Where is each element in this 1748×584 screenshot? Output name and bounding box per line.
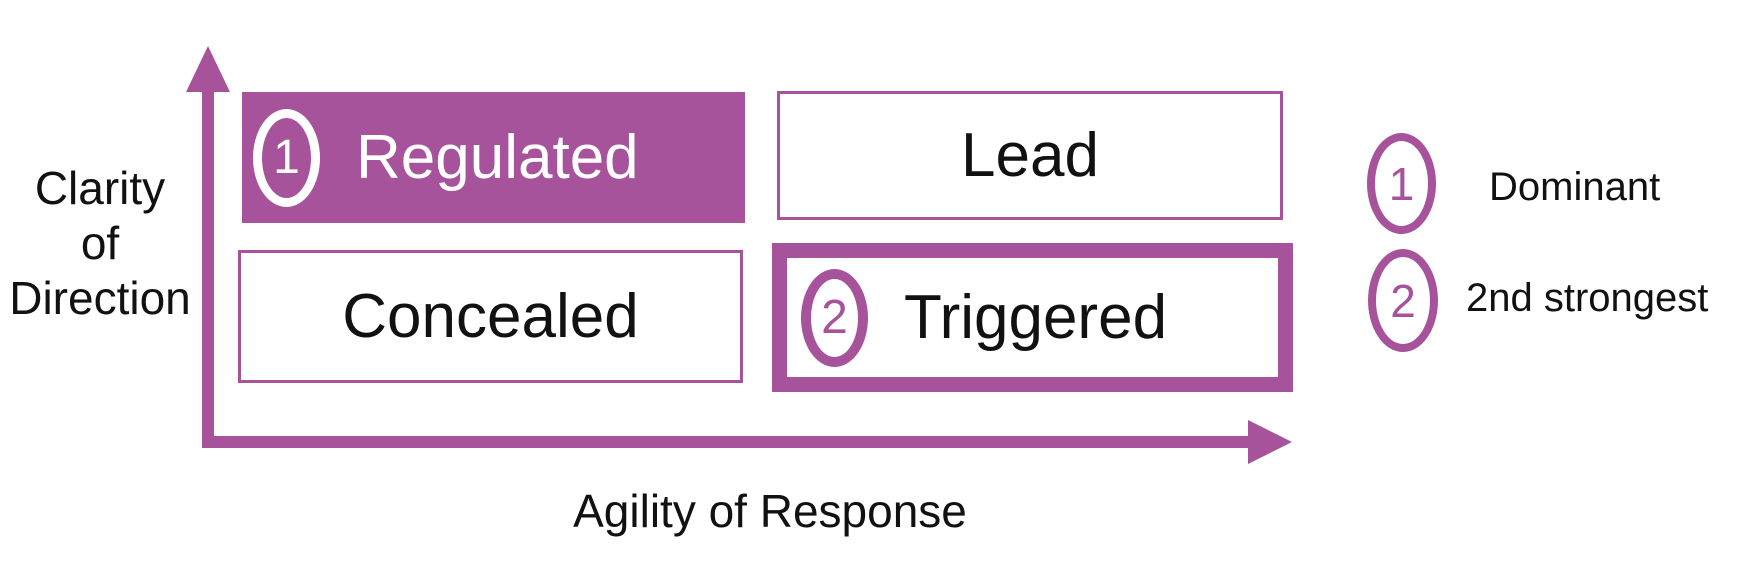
y-axis-arrow-shaft bbox=[202, 88, 214, 448]
legend-badge-number: 2 bbox=[1390, 274, 1416, 327]
legend-item-label-dominant: Dominant bbox=[1489, 165, 1661, 209]
quadrant-concealed: Concealed bbox=[238, 250, 743, 383]
y-axis-label-line: Direction bbox=[9, 272, 191, 324]
quadrant-label: Triggered bbox=[904, 282, 1168, 352]
y-axis-arrow-head-icon bbox=[186, 46, 230, 92]
badge-1-oval-icon: 1 bbox=[253, 108, 320, 207]
legend-item-label-2nd-strongest: 2nd strongest bbox=[1466, 276, 1709, 320]
y-axis-label-line: of bbox=[80, 217, 120, 269]
quadrant-triggered: 2 Triggered bbox=[772, 243, 1293, 392]
x-axis-arrow-head-icon bbox=[1248, 420, 1292, 464]
badge-number: 2 bbox=[821, 290, 848, 344]
x-axis-arrow-shaft bbox=[202, 436, 1250, 448]
y-axis-label: Clarity of Direction bbox=[0, 161, 200, 326]
badge-number: 1 bbox=[273, 130, 300, 184]
x-axis-label: Agility of Response bbox=[573, 485, 967, 537]
legend-badge-number: 1 bbox=[1388, 157, 1415, 210]
quadrant-regulated: 1 Regulated bbox=[242, 92, 745, 223]
quadrant-label: Regulated bbox=[356, 122, 639, 192]
legend-badge-1-oval-icon: 1 bbox=[1367, 133, 1436, 234]
quadrant-label: Lead bbox=[961, 120, 1099, 190]
quadrant-lead: Lead bbox=[777, 91, 1283, 220]
badge-2-oval-icon: 2 bbox=[801, 268, 868, 367]
quadrant-label: Concealed bbox=[342, 281, 639, 351]
legend-badge-2-oval-icon: 2 bbox=[1368, 249, 1438, 352]
y-axis-label-line: Clarity bbox=[34, 162, 166, 214]
